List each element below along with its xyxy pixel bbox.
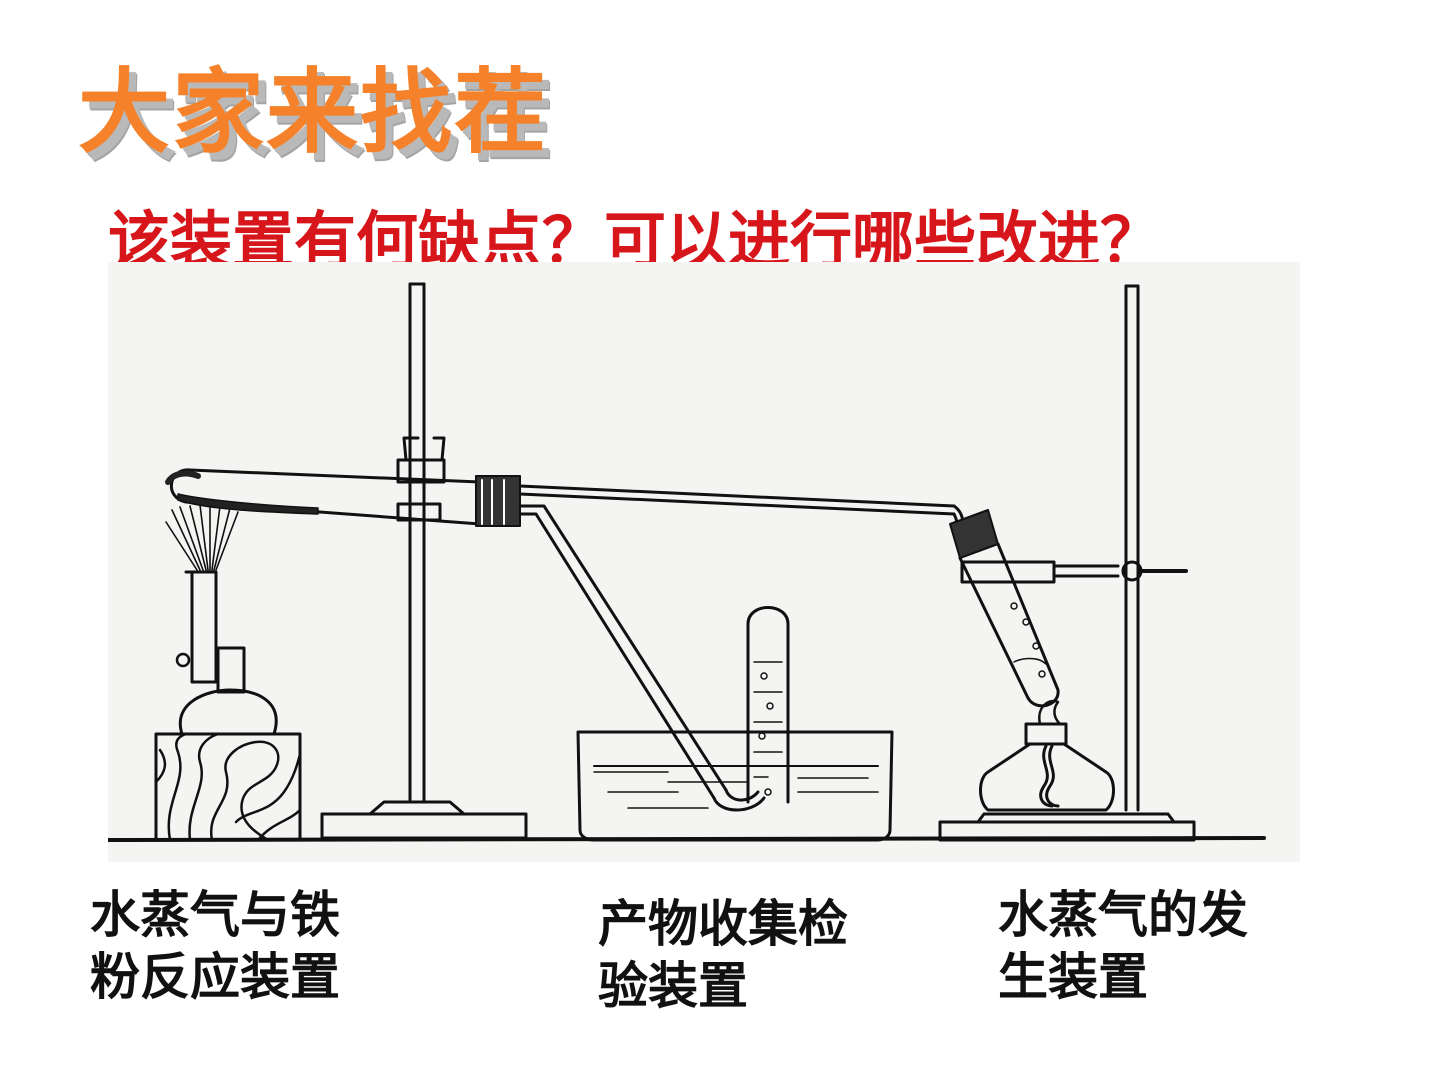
iron-stand-middle <box>320 282 528 840</box>
alcohol-burner-right <box>979 699 1115 812</box>
caption-product-collection: 产物收集检 验装置 <box>598 893 848 1017</box>
caption-line: 水蒸气与铁 <box>90 886 340 944</box>
water-trough <box>576 730 894 842</box>
iron-stand-right <box>938 284 1196 842</box>
delivery-tube <box>518 484 956 812</box>
wood-block <box>154 732 302 842</box>
gas-collecting-tube <box>746 606 790 804</box>
alcohol-burner-left <box>175 570 278 736</box>
caption-line: 生装置 <box>998 948 1148 1006</box>
flame-spray <box>165 504 239 571</box>
caption-line: 产物收集检 <box>598 895 848 953</box>
caption-line: 验装置 <box>598 957 748 1015</box>
caption-line: 粉反应装置 <box>90 948 340 1006</box>
steam-tube <box>949 504 1060 708</box>
caption-line: 水蒸气的发 <box>998 886 1248 944</box>
caption-iron-reaction: 水蒸气与铁 粉反应装置 <box>90 884 340 1008</box>
slide-title: 大家来找茬 <box>78 59 549 166</box>
reaction-tube <box>165 468 521 527</box>
caption-steam-generation: 水蒸气的发 生装置 <box>998 884 1248 1008</box>
apparatus-diagram <box>108 262 1300 862</box>
